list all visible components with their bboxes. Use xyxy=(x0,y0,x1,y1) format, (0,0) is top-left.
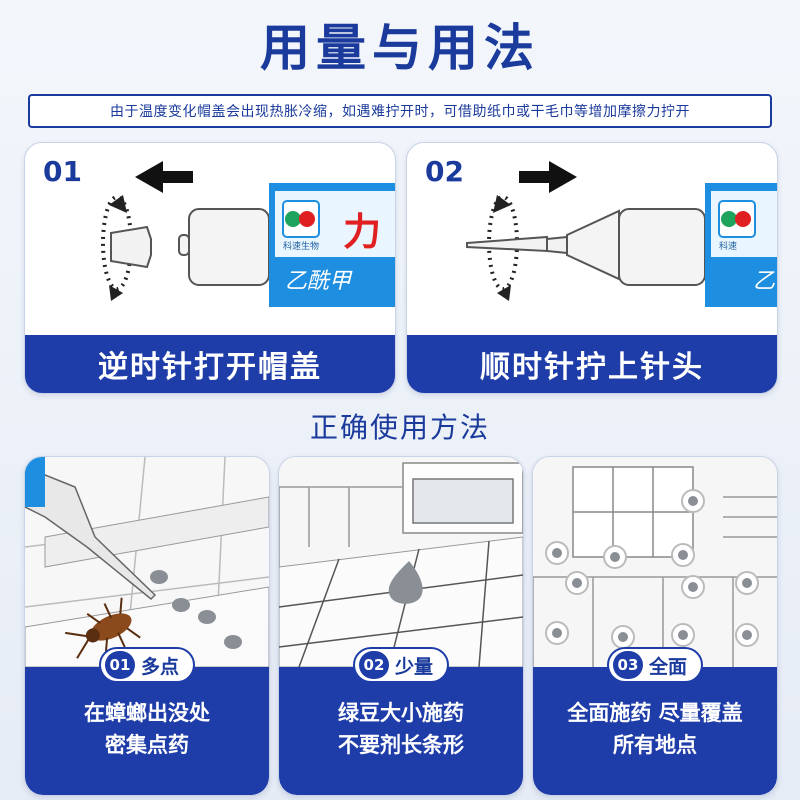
cap-shape xyxy=(110,225,152,269)
tube-product-text: 乙 xyxy=(753,269,775,294)
kitchen-floor-illustration xyxy=(279,457,523,667)
step-card-attach-needle: 科速 乙 02 顺时针拧上针头 xyxy=(406,142,778,394)
gel-drop-icon xyxy=(388,561,423,604)
cockroach-corner-illustration xyxy=(25,457,269,667)
step-card-open-cap: 科速生物 力 乙酰甲 01 逆时针打开帽盖 xyxy=(24,142,396,394)
badge-number: 01 xyxy=(104,651,135,679)
badge-label: 少量 xyxy=(394,655,434,678)
step-number: 02 xyxy=(425,155,464,188)
usage-badge: 03 全面 xyxy=(606,647,704,683)
usage-card-multi-point: 01 多点 在蟑螂出没处 密集点药 xyxy=(24,456,270,796)
gel-tube-icon xyxy=(25,466,157,601)
gel-dots-icon xyxy=(150,570,242,649)
usage-card-small-amount: 02 少量 绿豆大小施药 不要剂长条形 xyxy=(278,456,524,796)
arrow-left-icon xyxy=(135,161,193,193)
usage-footer: 02 少量 绿豆大小施药 不要剂长条形 xyxy=(279,647,523,795)
usage-footer: 01 多点 在蟑螂出没处 密集点药 xyxy=(25,647,269,795)
tube-product-text: 乙酰甲 xyxy=(285,269,353,294)
usage-footer: 03 全面 全面施药 尽量覆盖 所有地点 xyxy=(533,647,777,795)
tube-brand-text: 科速 xyxy=(719,240,737,252)
cap-notice: 由于温度变化帽盖会出现热胀冷缩，如遇难拧开时，可借助纸巾或干毛巾等增加摩擦力拧开 xyxy=(28,94,772,128)
usage-badge: 01 多点 xyxy=(98,647,196,683)
cockroach-icon xyxy=(65,597,141,659)
section-title: 正确使用方法 xyxy=(309,411,490,444)
open-cap-illustration: 科速生物 力 乙酰甲 xyxy=(101,161,395,307)
usage-description: 全面施药 尽量覆盖 所有地点 xyxy=(567,701,743,757)
usage-card-full-coverage: 03 全面 全面施药 尽量覆盖 所有地点 xyxy=(532,456,778,796)
arrow-right-icon xyxy=(519,161,577,193)
svg-text:力: 力 xyxy=(343,210,381,254)
kitchen-overview-illustration xyxy=(533,457,777,667)
attach-needle-illustration: 科速 乙 xyxy=(466,161,777,307)
usage-description: 在蟑螂出没处 密集点药 xyxy=(84,701,210,757)
step-number: 01 xyxy=(43,155,82,188)
usage-description: 绿豆大小施药 不要剂长条形 xyxy=(338,701,464,757)
step-label: 顺时针拧上针头 xyxy=(407,335,777,393)
step-label: 逆时针打开帽盖 xyxy=(25,335,395,393)
usage-badge: 02 少量 xyxy=(352,647,450,683)
tube-brand-text: 科速生物 xyxy=(283,240,319,252)
badge-number: 03 xyxy=(612,651,643,679)
page-title: 用量与用法 xyxy=(260,19,540,77)
badge-label: 多点 xyxy=(140,655,180,678)
needle-shape xyxy=(466,235,548,253)
badge-number: 02 xyxy=(358,651,389,679)
badge-label: 全面 xyxy=(648,655,688,678)
